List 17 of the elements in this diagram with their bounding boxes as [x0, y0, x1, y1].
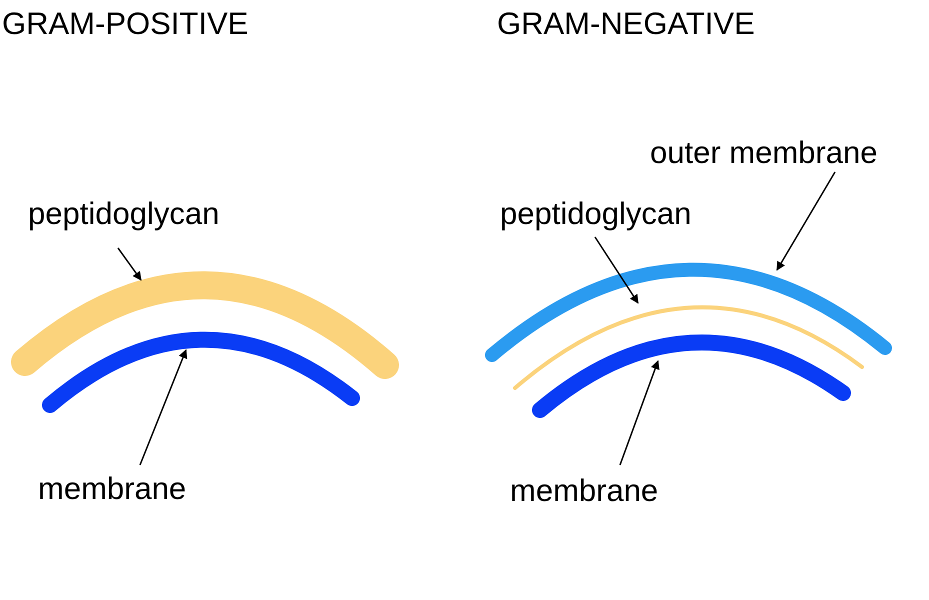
- panel-heading: GRAM-POSITIVE: [2, 8, 248, 39]
- part-label: peptidoglycan: [500, 198, 692, 229]
- leader-line: [776, 172, 836, 271]
- cell-wall-arc: [11, 271, 399, 379]
- part-label: membrane: [510, 475, 658, 506]
- panel-heading: GRAM-NEGATIVE: [497, 8, 755, 39]
- part-label: outer membrane: [650, 137, 878, 168]
- leader-line: [619, 360, 660, 466]
- leader-line: [139, 349, 188, 466]
- part-label: peptidoglycan: [28, 198, 220, 229]
- membrane-arc: [42, 332, 360, 413]
- leader-line: [594, 236, 639, 304]
- part-label: membrane: [38, 473, 186, 504]
- membrane-arc: [532, 334, 851, 418]
- leader-line: [117, 248, 142, 281]
- cell-wall-arc: [513, 306, 864, 390]
- outer-membrane-arc: [485, 262, 892, 362]
